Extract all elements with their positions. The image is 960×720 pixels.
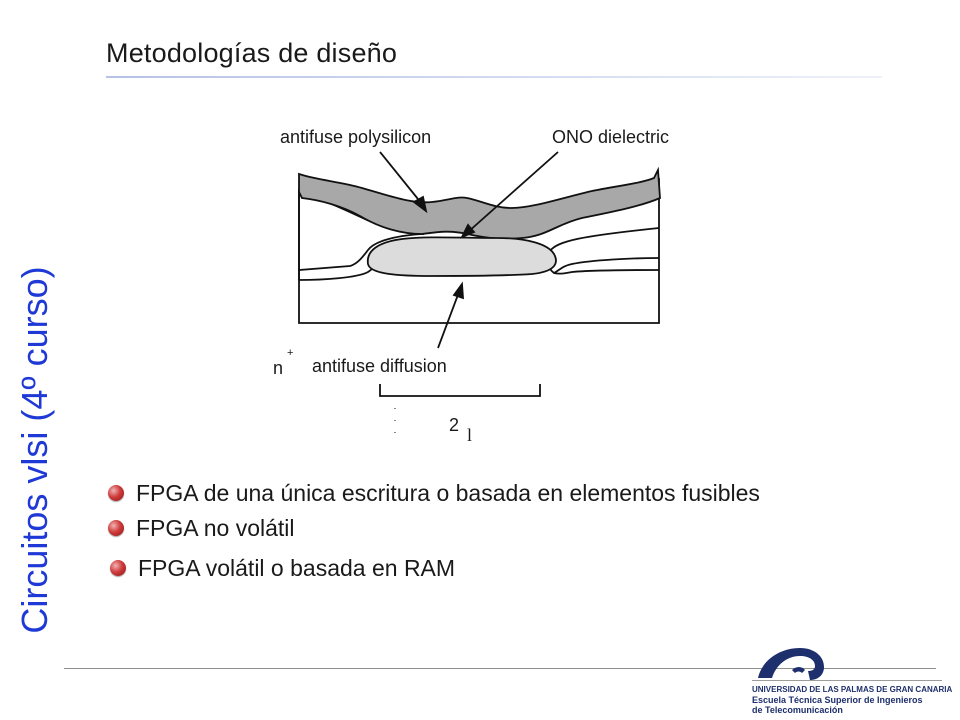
bullet-item: FPGA de una única escritura o basada en … [108, 478, 760, 508]
logo-line-1: UNIVERSIDAD DE LAS PALMAS DE GRAN CANARI… [752, 685, 953, 694]
polysilicon-layer [298, 166, 661, 240]
vertical-course-title: Circuitos vlsi (4º curso) [14, 266, 55, 634]
label-ono-dielectric: ONO dielectric [552, 127, 669, 147]
dimension-unit: l [467, 425, 472, 445]
logo-mark-icon [752, 648, 942, 681]
label-antifuse-diffusion: antifuse diffusion [312, 356, 447, 376]
sidebar: Circuitos vlsi (4º curso) [0, 230, 70, 670]
bullet-text: FPGA de una única escritura o basada en … [136, 479, 760, 506]
university-logo: UNIVERSIDAD DE LAS PALMAS DE GRAN CANARI… [752, 640, 952, 720]
label-polysilicon: antifuse polysilicon [280, 127, 431, 147]
bullet-item: FPGA no volátil [108, 513, 295, 543]
bullet-text: FPGA volátil o basada en RAM [138, 554, 456, 581]
bullet-item: FPGA volátil o basada en RAM [110, 553, 455, 583]
label-plus: + [287, 347, 293, 359]
callout-arrows [379, 151, 559, 349]
dimension-value: 2 [449, 415, 459, 435]
antifuse-diffusion-region [367, 236, 557, 277]
logo-line-2: Escuela Técnica Superior de Ingenieros [752, 695, 923, 705]
bullet-text: FPGA no volátil [136, 514, 295, 541]
bullet-icon [108, 485, 124, 501]
label-n: n [273, 358, 283, 378]
title-underline [106, 76, 882, 78]
bullet-icon [108, 520, 124, 536]
dimension-bracket [379, 384, 541, 433]
slide-title: Metodologías de diseño [106, 38, 398, 68]
bullet-icon [110, 560, 126, 576]
footer-rule [64, 668, 936, 669]
antifuse-diagram: antifuse polysilicon ONO dielectric n + … [273, 127, 669, 445]
logo-line-3: de Telecomunicación [752, 705, 843, 715]
